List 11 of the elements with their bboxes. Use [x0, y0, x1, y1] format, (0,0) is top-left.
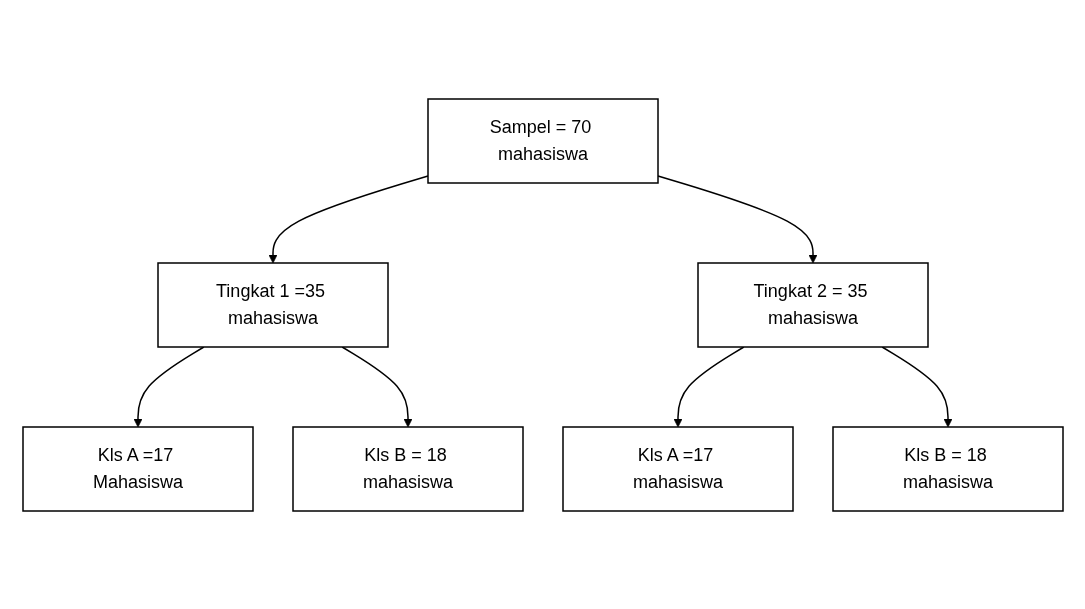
arrow [673, 345, 745, 427]
node-box: Kls A =17 Mahasiswa [21, 425, 254, 512]
node-box: Kls A =17 mahasiswa [561, 425, 794, 512]
arrow [133, 345, 205, 427]
arrow [880, 345, 952, 427]
node-box: Sampel = 70 mahasiswa [426, 97, 659, 184]
arrow [340, 345, 412, 427]
node-box: Kls B = 18 mahasiswa [291, 425, 524, 512]
node-box: Tingkat 1 =35 mahasiswa [156, 261, 389, 348]
node-box: Tingkat 2 = 35 mahasiswa [696, 261, 929, 348]
node-box: Kls B = 18 mahasiswa [831, 425, 1064, 512]
